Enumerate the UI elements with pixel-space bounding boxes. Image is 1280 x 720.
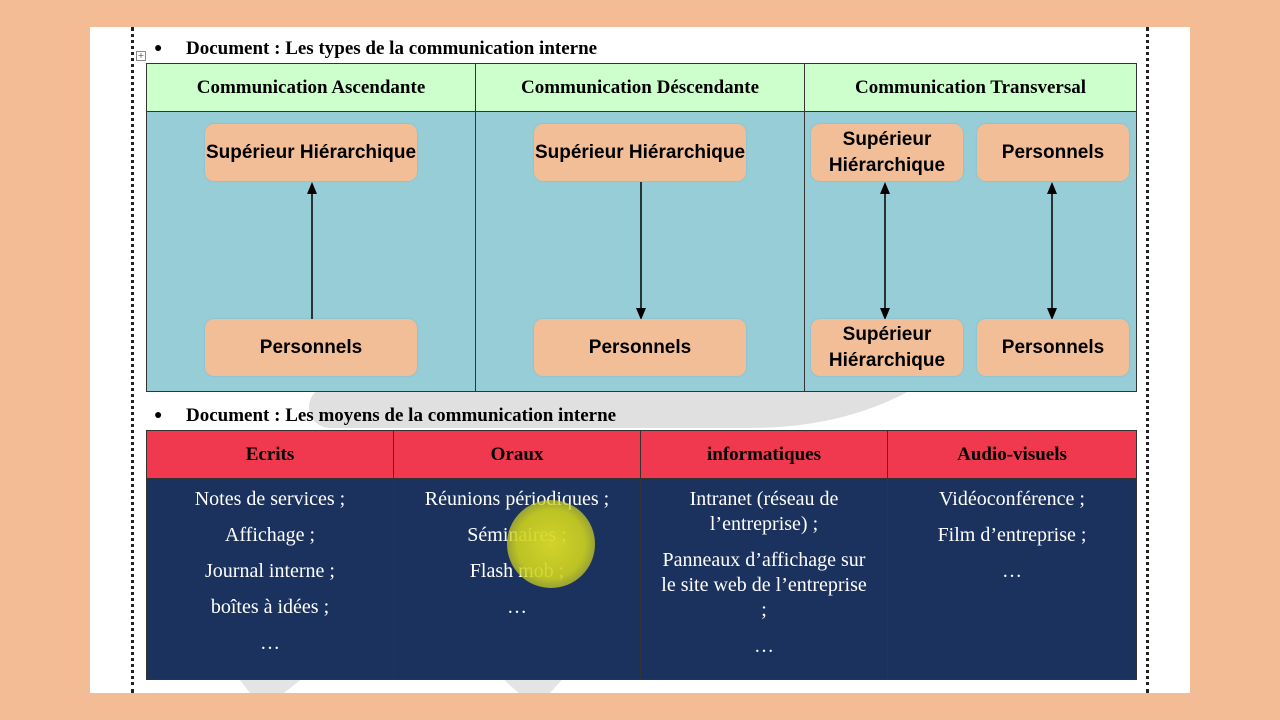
column-header: Ecrits [147, 431, 393, 479]
personnels-box-top: Personnels [977, 124, 1129, 181]
column-body: Notes de services ; Affichage ; Journal … [147, 479, 393, 679]
column-audio-visuels: Audio-visuels Vidéoconférence ; Film d’e… [888, 431, 1136, 679]
column-body: Supérieur Hiérarchique Personnels [147, 112, 475, 391]
column-ascendante: Communication Ascendante Supérieur Hiéra… [147, 64, 476, 391]
personnels-box: Personnels [534, 319, 746, 376]
column-header: Audio-visuels [888, 431, 1136, 479]
arrow-down-icon [636, 182, 646, 320]
page-margin-right [1146, 27, 1149, 693]
column-ecrits: Ecrits Notes de services ; Affichage ; J… [147, 431, 394, 679]
list-item: Intranet (réseau de l’entreprise) ; [689, 488, 839, 535]
column-body: Supérieur Hiérarchique Personnels Supéri… [805, 112, 1136, 391]
column-header: Communication Transversal [805, 64, 1136, 112]
superieur-box: Supérieur Hiérarchique [205, 124, 417, 181]
list-item: … [260, 632, 280, 654]
page-margin-left [131, 27, 134, 693]
arrow-up-icon [307, 182, 317, 319]
table-move-handle-icon[interactable]: + [136, 51, 146, 61]
superieur-box-bottom: Supérieur Hiérarchique [811, 319, 963, 376]
column-body: Supérieur Hiérarchique Personnels [476, 112, 804, 391]
column-body: Vidéoconférence ; Film d’entreprise ; … [888, 479, 1136, 679]
personnels-box: Personnels [205, 319, 417, 376]
column-header: Oraux [394, 431, 640, 479]
communication-means-table: Ecrits Notes de services ; Affichage ; J… [146, 430, 1137, 680]
communication-types-table: Communication Ascendante Supérieur Hiéra… [146, 63, 1137, 392]
column-header: informatiques [641, 431, 887, 479]
heading-text: Document : Les moyens de la communicatio… [186, 405, 617, 426]
list-item: Film d’entreprise ; [937, 524, 1087, 546]
list-item: Notes de services ; [194, 488, 346, 510]
arrow-both-icon [880, 182, 1057, 320]
list-item: Panneaux d’affichage sur le site web de … [661, 549, 867, 621]
list-item: Journal interne ; [205, 560, 335, 582]
bullet-icon: ● [154, 41, 163, 56]
column-body: Réunions périodiques ; Séminaires ; Flas… [394, 479, 640, 679]
heading-text: Document : Les types de la communication… [186, 38, 598, 59]
list-item: boîtes à idées ; [210, 596, 330, 618]
document-page: + ● Document : Les types de la communicat… [90, 27, 1190, 693]
column-header: Communication Ascendante [147, 64, 475, 112]
list-item: … [507, 596, 527, 618]
list-item: Affichage ; [224, 524, 316, 546]
column-transversal: Communication Transversal Supérieur Hiér… [805, 64, 1136, 391]
superieur-box: Supérieur Hiérarchique [534, 124, 746, 181]
column-descendante: Communication Déscendante Supérieur Hiér… [476, 64, 805, 391]
column-body: Intranet (réseau de l’entreprise) ; Pann… [641, 479, 887, 679]
personnels-box-bottom: Personnels [977, 319, 1129, 376]
list-item: … [754, 635, 774, 657]
bullet-icon: ● [154, 408, 163, 423]
cursor-highlight [507, 500, 595, 588]
list-item: Réunions périodiques ; [424, 488, 610, 510]
section-heading-moyens: ● Document : Les moyens de la communicati… [154, 405, 616, 427]
section-heading-types: ● Document : Les types de la communicatio… [154, 38, 597, 60]
list-item: Vidéoconférence ; [939, 488, 1085, 510]
superieur-box-top: Supérieur Hiérarchique [811, 124, 963, 181]
column-header: Communication Déscendante [476, 64, 804, 112]
list-item: … [1002, 560, 1022, 582]
column-informatiques: informatiques Intranet (réseau de l’entr… [641, 431, 888, 679]
